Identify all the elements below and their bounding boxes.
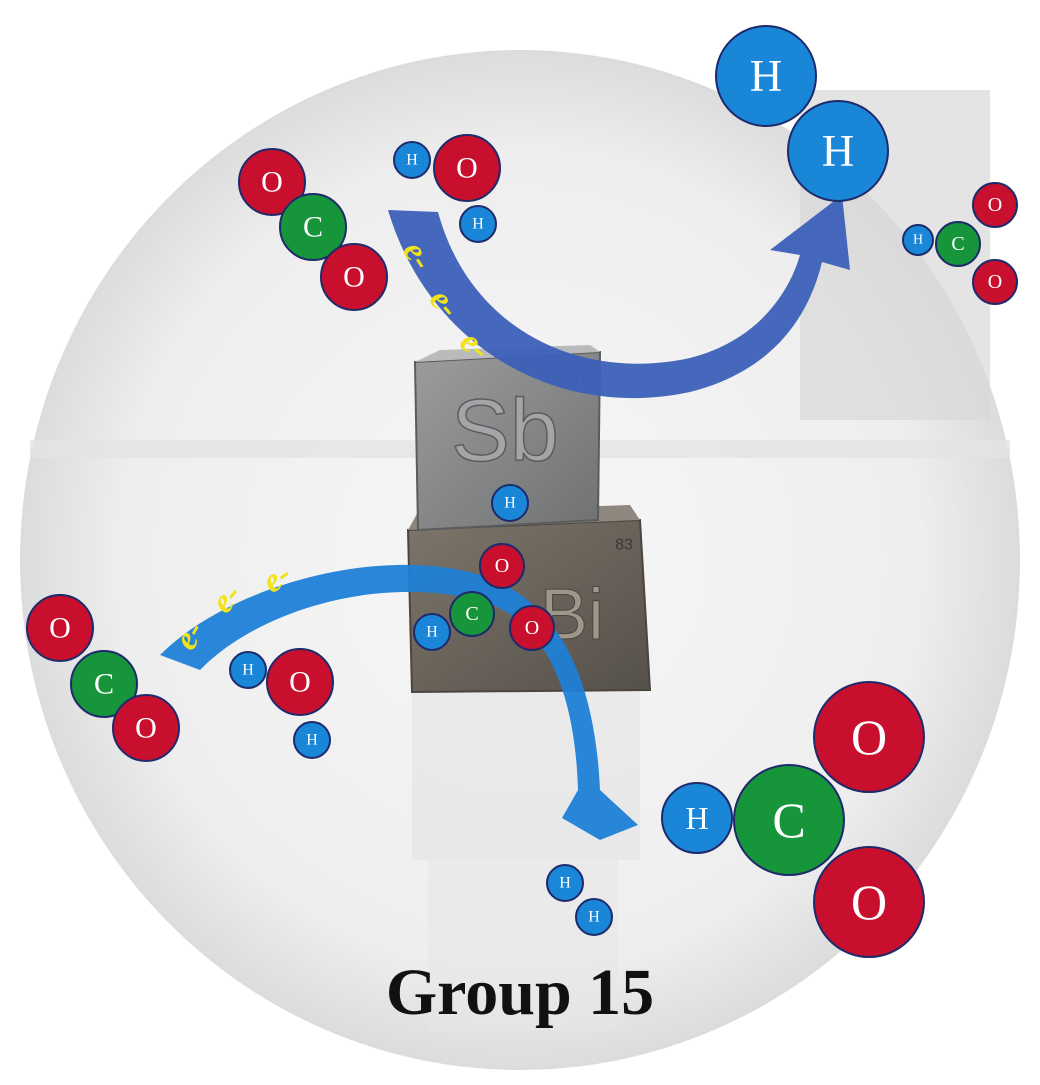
hydrogen-atom-label: H [306,732,318,749]
carbon-atom-circle [70,650,138,718]
hydrogen-atom-circle [661,782,733,854]
hcoo-bottom-oxygen-atom: O [813,681,925,793]
oxygen-atom-label: O [289,666,311,699]
hydrogen-atom-circle [293,721,331,759]
oxygen-atom-circle [813,846,925,958]
hcoo-top-oxygen-atom: O [972,182,1018,228]
h2-bottom-hydrogen-atom: H [575,898,613,936]
h2o-top-hydrogen-atom: H [459,205,497,243]
oxygen-atom-label: O [495,555,509,577]
oxygen-atom-label: O [988,271,1002,293]
h2o-top-oxygen-atom: O [433,134,501,202]
hydrogen-atom-circle [229,651,267,689]
hcoo-top-carbon-atom: C [935,221,981,267]
hydrogen-atom-label: H [685,800,708,836]
hcoo-bottom-carbon-atom: C [733,764,845,876]
hcoo-bottom-oxygen-atom: O [813,846,925,958]
hcoo-top-oxygen-atom: O [972,259,1018,305]
oxygen-atom-label: O [851,709,887,765]
carbon-atom-circle [733,764,845,876]
sb-cube: Sb 51 [413,345,602,532]
co2-top-oxygen-atom: O [320,243,388,311]
h2-top-hydrogen-atom: H [787,100,889,202]
co2-left-oxygen-atom: O [26,594,94,662]
oxygen-atom-label: O [456,152,478,185]
hydrogen-atom-label: H [588,909,600,926]
hydrogen-atom-label: H [913,233,923,248]
oxygen-atom-circle [972,259,1018,305]
hydrogen-atom-circle [393,141,431,179]
h2o-left-oxygen-atom: O [266,648,334,716]
hydrogen-atom-label: H [750,51,783,101]
oxygen-atom-circle [433,134,501,202]
hcoo-adsorbed-hydrogen-atom: H [413,613,451,651]
bottom-reaction-arrow [160,564,638,840]
oxygen-atom-label: O [135,712,157,745]
oxygen-atom-circle [112,694,180,762]
oxygen-atom-circle [26,594,94,662]
h2o-top-hydrogen-atom: H [393,141,431,179]
carbon-atom-circle [449,591,495,637]
h-adsorbed-hydrogen-atom: H [491,484,529,522]
carbon-atom-circle [279,193,347,261]
hcoo-adsorbed-oxygen-atom: O [479,543,525,589]
hydrogen-atom-circle [491,484,529,522]
co2-left-oxygen-atom: O [112,694,180,762]
oxygen-atom-label: O [49,612,71,645]
h2-bottom-hydrogen-atom: H [546,864,584,902]
hydrogen-atom-label: H [504,495,516,512]
hydrogen-atom-label: H [559,875,571,892]
hydrogen-atom-label: H [406,152,418,169]
h2o-left-hydrogen-atom: H [293,721,331,759]
sb-symbol: Sb [451,381,559,480]
carbon-atom-label: C [94,668,114,701]
carbon-atom-label: C [303,211,323,244]
co2-top-carbon-atom: C [279,193,347,261]
oxygen-atom-label: O [343,261,365,294]
hydrogen-atom-label: H [242,662,254,679]
hydrogen-atom-label: H [822,126,855,176]
carbon-atom-label: C [465,603,478,625]
co2-top-oxygen-atom: O [238,148,306,216]
hcoo-bottom-hydrogen-atom: H [661,782,733,854]
oxygen-atom-circle [320,243,388,311]
oxygen-atom-label: O [851,874,887,930]
oxygen-atom-circle [972,182,1018,228]
bi-atomic-number: 83 [615,537,633,554]
oxygen-atom-circle [813,681,925,793]
hydrogen-atom-circle [413,613,451,651]
oxygen-atom-label: O [988,194,1002,216]
hydrogen-atom-circle [459,205,497,243]
oxygen-atom-circle [479,543,525,589]
oxygen-atom-label: O [261,166,283,199]
hydrogen-atom-label: H [472,216,484,233]
hydrogen-atom-circle [902,224,934,256]
bi-cube: Bi 83 [406,505,652,694]
co2-left-carbon-atom: C [70,650,138,718]
oxygen-atom-label: O [525,617,539,639]
h2-top-hydrogen-atom: H [715,25,817,127]
figure-caption: Group 15 [385,956,655,1029]
top-reaction-arrow [388,195,850,399]
oxygen-atom-circle [509,605,555,651]
hydrogen-atom-circle [575,898,613,936]
carbon-atom-label: C [772,792,805,848]
hydrogen-atom-label: H [426,624,438,641]
hydrogen-atom-circle [787,100,889,202]
oxygen-atom-circle [238,148,306,216]
hydrogen-atom-circle [546,864,584,902]
hcoo-adsorbed-oxygen-atom: O [509,605,555,651]
oxygen-atom-circle [266,648,334,716]
hydrogen-atom-circle [715,25,817,127]
hcoo-top-hydrogen-atom: H [902,224,934,256]
h2o-left-hydrogen-atom: H [229,651,267,689]
hcoo-adsorbed-carbon-atom: C [449,591,495,637]
carbon-atom-label: C [951,233,964,255]
carbon-atom-circle [935,221,981,267]
